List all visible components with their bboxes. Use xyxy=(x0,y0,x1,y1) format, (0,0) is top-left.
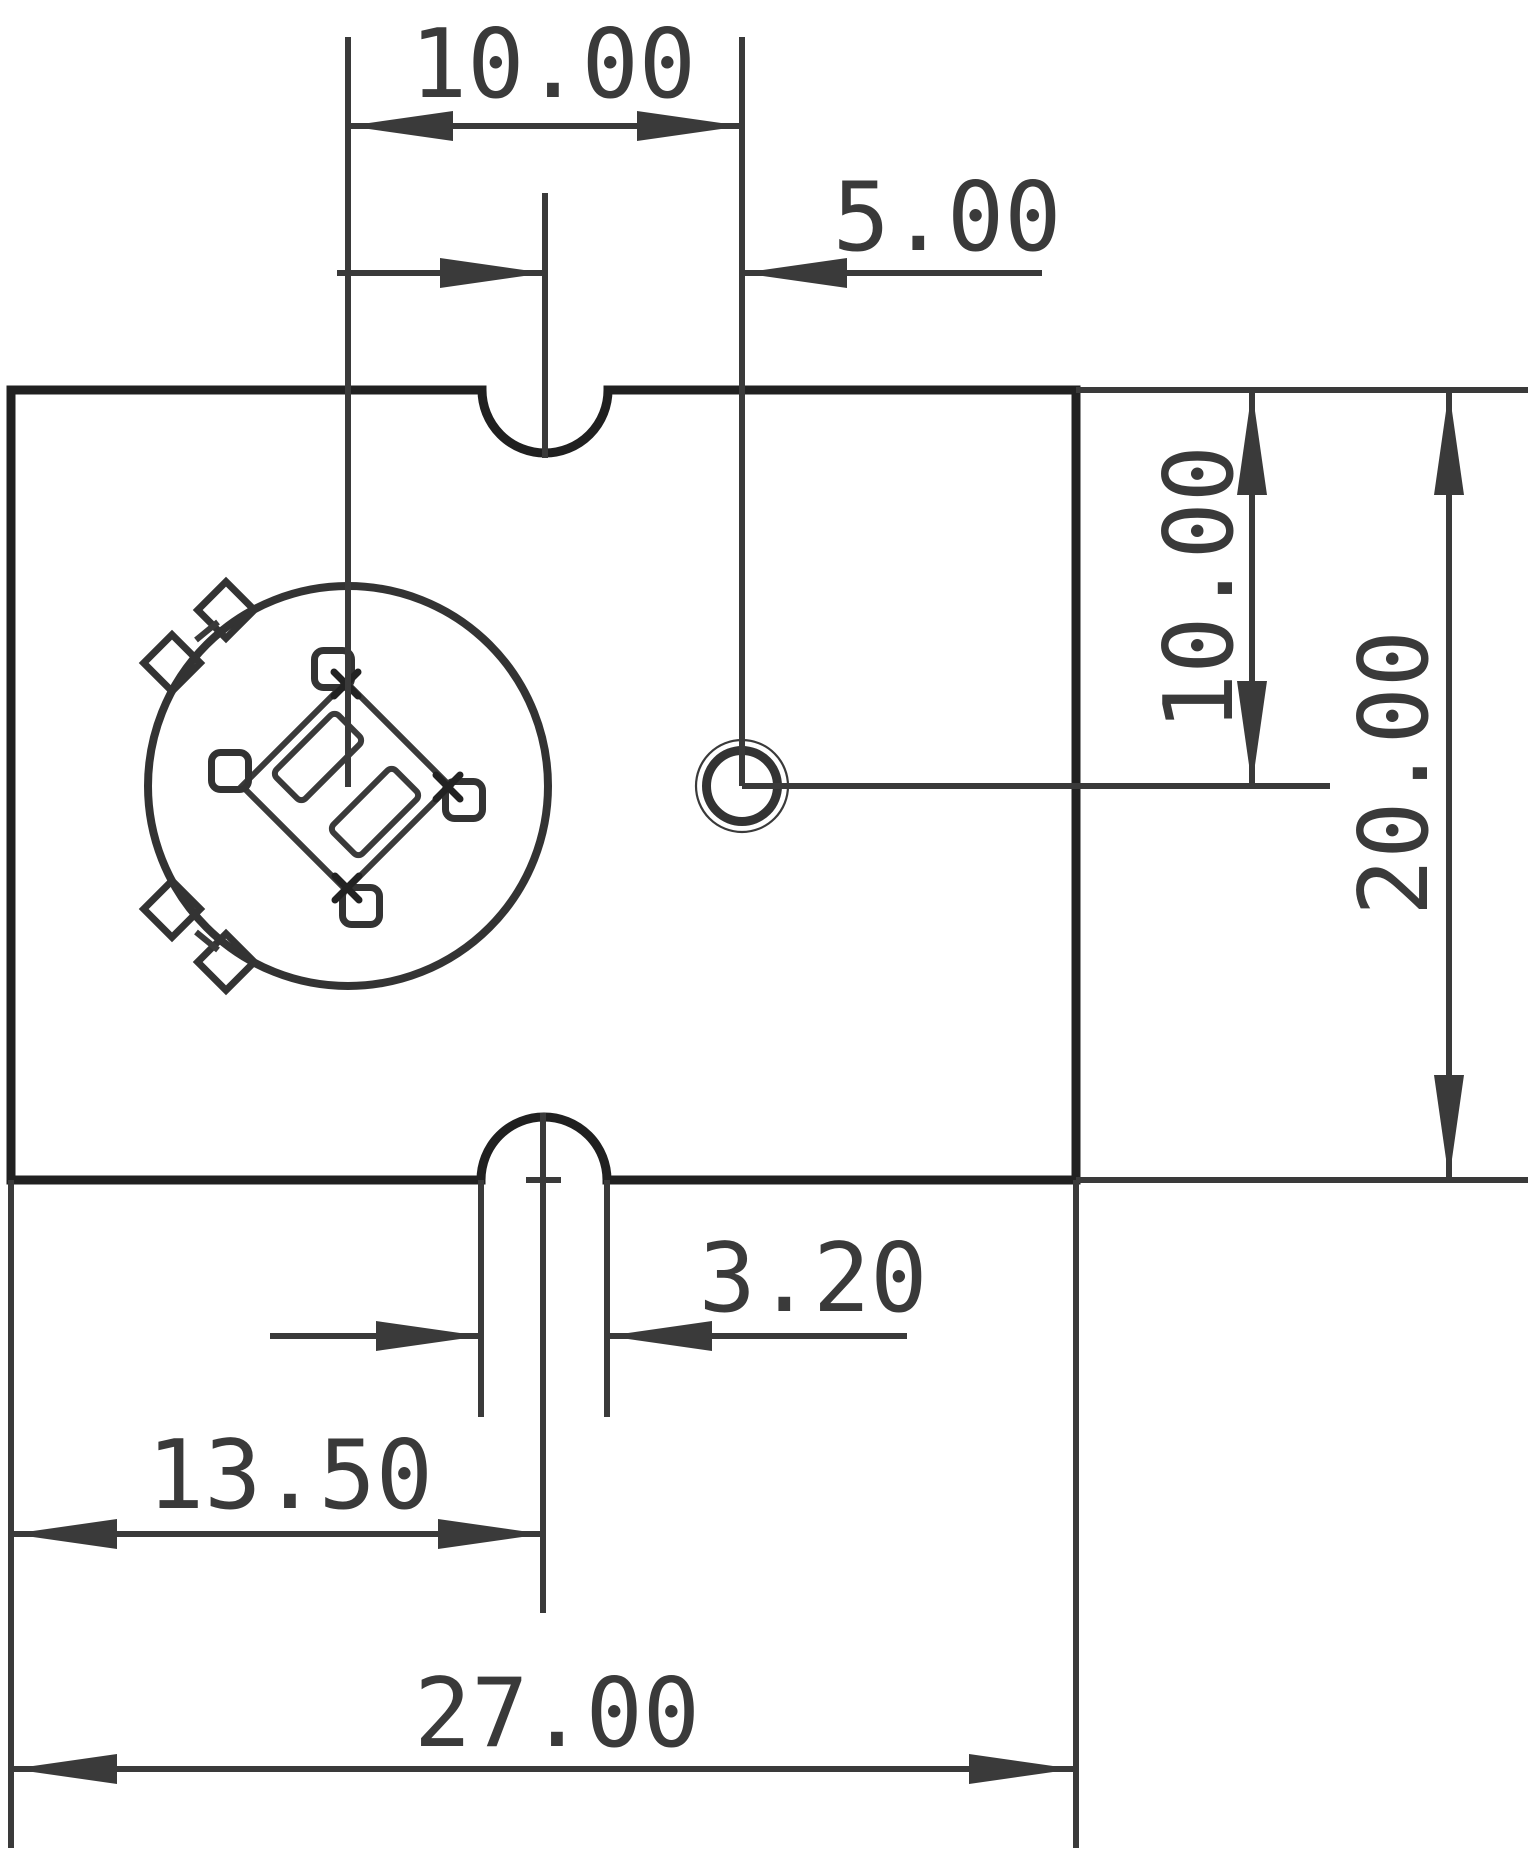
arrowhead-left-icon xyxy=(742,258,847,288)
sensor-pad-left xyxy=(208,749,252,793)
dim-label-5: 5.00 xyxy=(833,163,1062,273)
sensor-pad-bottom xyxy=(339,884,383,928)
dim-label-3-2: 3.20 xyxy=(699,1224,928,1334)
arrowhead-right-icon xyxy=(376,1321,481,1351)
pad-origin-mark-bottom xyxy=(331,872,363,904)
arrowhead-left-icon xyxy=(12,1519,117,1549)
dim-label-13-5: 13.50 xyxy=(147,1421,433,1531)
sensor-tab-lower-1 xyxy=(138,875,206,943)
arrowhead-right-icon xyxy=(969,1754,1074,1784)
arrowhead-right-icon xyxy=(438,1519,543,1549)
arrowhead-left-icon xyxy=(348,111,453,141)
arrowhead-down-icon xyxy=(1237,681,1267,786)
dim-label-20: 20.00 xyxy=(1340,630,1450,916)
sensor-tab-upper-2 xyxy=(138,629,206,697)
arrowhead-left-icon xyxy=(12,1754,117,1784)
arrowhead-down-icon xyxy=(1434,1075,1464,1180)
extension-lines xyxy=(8,37,1528,1848)
arrowhead-left-icon xyxy=(607,1321,712,1351)
sensor-window-2 xyxy=(328,765,422,859)
arrowhead-up-icon xyxy=(1434,390,1464,495)
sensor-pad-top xyxy=(311,647,355,691)
pad-origin-mark-right xyxy=(432,771,464,803)
dimension-labels: 10.00 5.00 10.00 20.00 3.20 13.50 27.00 xyxy=(147,10,1450,1769)
sensor-tab-gap-lower xyxy=(194,929,220,953)
sensor-footprint xyxy=(138,576,552,996)
dim-label-10-right: 10.00 xyxy=(1145,445,1255,731)
sensor-tab-gap-upper xyxy=(194,619,220,643)
dim-label-10-top: 10.00 xyxy=(410,10,696,120)
arrowhead-up-icon xyxy=(1237,390,1267,495)
dimension-lines xyxy=(12,111,1464,1784)
arrowhead-right-icon xyxy=(637,111,742,141)
arrowhead-right-icon xyxy=(440,258,545,288)
sensor-pad-right xyxy=(442,778,486,822)
dim-label-27: 27.00 xyxy=(414,1659,700,1769)
